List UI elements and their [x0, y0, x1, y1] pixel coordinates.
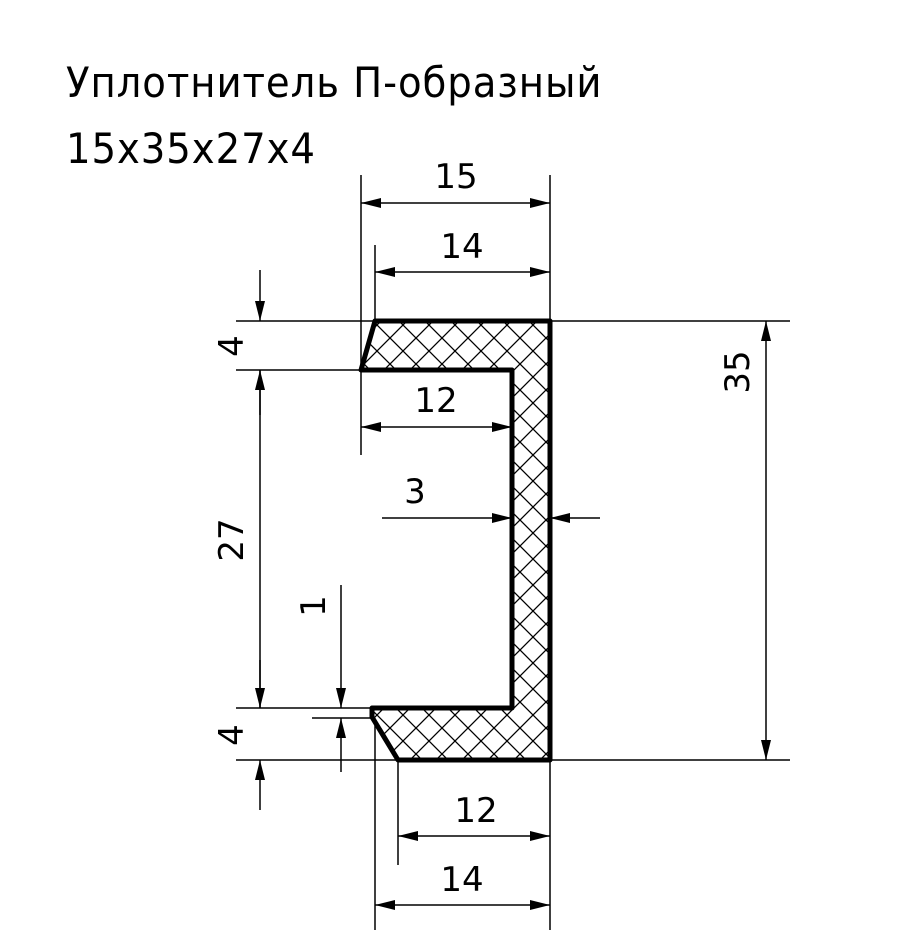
- dim-label-14-top: 14: [440, 227, 483, 267]
- dim-label-14-bottom: 14: [440, 860, 483, 900]
- dim-label-12-bottom: 12: [454, 791, 497, 831]
- drawing-title-line2: 15x35x27x4: [66, 124, 316, 173]
- dim-label-4-bottom: 4: [212, 724, 252, 746]
- dim-label-4-top: 4: [212, 335, 252, 357]
- dim-label-35: 35: [718, 350, 758, 393]
- dim-label-27: 27: [212, 518, 252, 561]
- dim-label-12-top: 12: [414, 381, 457, 421]
- dimension-lines: [255, 198, 771, 910]
- seal-profile-section: [358, 318, 553, 763]
- dim-label-3: 3: [404, 472, 426, 512]
- drawing-title-line1: Уплотнитель П-образный: [66, 58, 603, 107]
- dim-label-15: 15: [434, 157, 477, 197]
- dim-label-1: 1: [294, 595, 334, 617]
